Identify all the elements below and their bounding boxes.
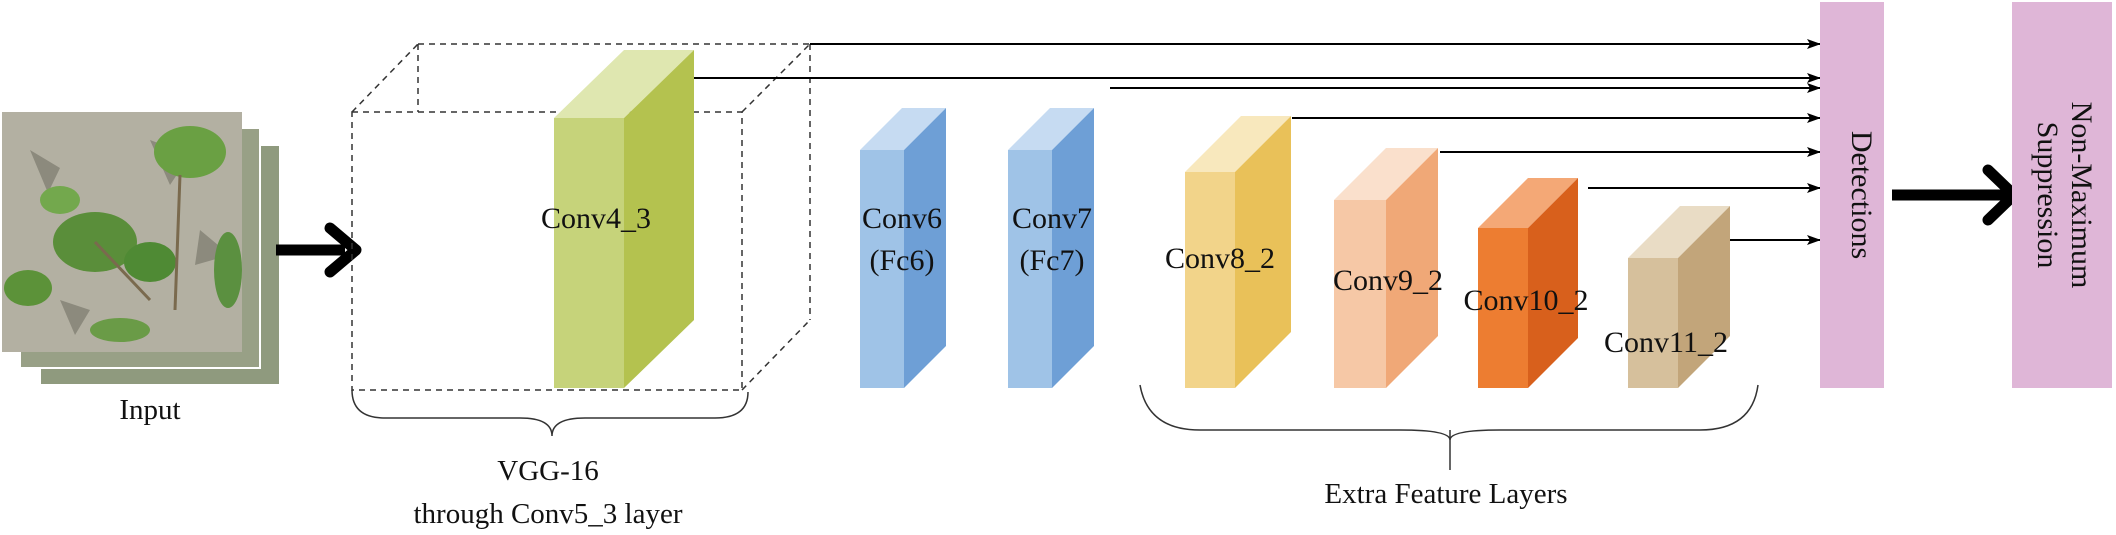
conv4-3-side-face (624, 50, 694, 388)
feature-blocks: Conv6 (Fc6) Conv7 (Fc7) Conv8_2Conv9_2Conv10… (860, 108, 1730, 388)
conv4-3-top-face (554, 50, 694, 118)
conv11-2-front-face (1628, 258, 1678, 388)
conv4-3-block (554, 50, 694, 388)
conv4-3-front-face (554, 118, 624, 388)
conv11-2-top-face (1628, 206, 1730, 258)
vgg16-caption-line1: VGG-16 (497, 455, 599, 487)
nms-label-line1: Non-Maximum (2065, 102, 2098, 289)
conv11-2-side-face (1678, 206, 1730, 388)
input-photo-front (2, 112, 242, 352)
conv10-2-top-face (1478, 178, 1578, 228)
conv6-side-face (904, 108, 946, 388)
conv7-block (1008, 108, 1094, 388)
conv9-2-label: Conv9_2 (1333, 264, 1443, 297)
conv10-2-front-face (1478, 228, 1528, 388)
extra-layers-brace (1139, 384, 1759, 441)
conv7-top-face (1008, 108, 1094, 150)
conv6-block (860, 108, 946, 388)
conv4-3-label: Conv4_3 (541, 202, 651, 235)
detection-connections (694, 39, 1821, 245)
nms-label-line2: Suppression (2031, 122, 2064, 269)
conv8-2-side-face (1235, 116, 1291, 388)
conv8-2-front-face (1185, 172, 1235, 388)
conv10-2-block (1478, 178, 1578, 388)
conv7-front-face (1008, 150, 1052, 388)
conv8-2-label: Conv8_2 (1165, 242, 1275, 275)
conv9-2-block (1334, 148, 1438, 388)
extra-layers-caption: Extra Feature Layers (1324, 478, 1567, 510)
conv8-2-top-face (1185, 116, 1291, 172)
nms-bar (2012, 2, 2112, 388)
conv7-side-face (1052, 108, 1094, 388)
vgg16-caption-line2: through Conv5_3 layer (413, 498, 682, 530)
detections-bar (1820, 2, 1884, 388)
conv7-sublabel: (Fc7) (1020, 244, 1085, 277)
conv6-sublabel: (Fc6) (870, 244, 935, 277)
conv9-2-side-face (1386, 148, 1438, 388)
nms-arrow (1892, 164, 2020, 226)
conv10-2-side-face (1528, 178, 1578, 388)
input-arrow (276, 222, 362, 278)
conv6-label: Conv6 (862, 202, 942, 235)
input-image-stack (2, 112, 281, 386)
conv8-2-block (1185, 116, 1291, 388)
detections-label: Detections (1845, 131, 1878, 259)
conv11-2-label: Conv11_2 (1604, 326, 1728, 359)
conv6-front-face (860, 150, 904, 388)
conv6-top-face (860, 108, 946, 150)
conv7-label: Conv7 (1012, 202, 1092, 235)
conv11-2-block (1628, 206, 1730, 388)
vgg16-brace (351, 389, 749, 437)
input-label: Input (119, 394, 180, 426)
conv9-2-front-face (1334, 200, 1386, 388)
conv9-2-top-face (1334, 148, 1438, 200)
conv10-2-label: Conv10_2 (1463, 284, 1588, 317)
